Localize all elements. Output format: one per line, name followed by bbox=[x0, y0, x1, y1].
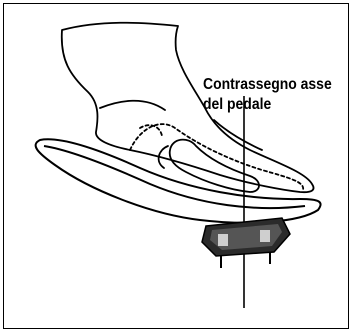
label-line-2: del pedale bbox=[203, 95, 332, 115]
cleat bbox=[202, 218, 290, 268]
shoe-sole bbox=[36, 139, 321, 222]
pedal-axis-label: Contrassegno asse del pedale bbox=[203, 75, 332, 115]
label-line-1: Contrassegno asse bbox=[203, 75, 332, 95]
